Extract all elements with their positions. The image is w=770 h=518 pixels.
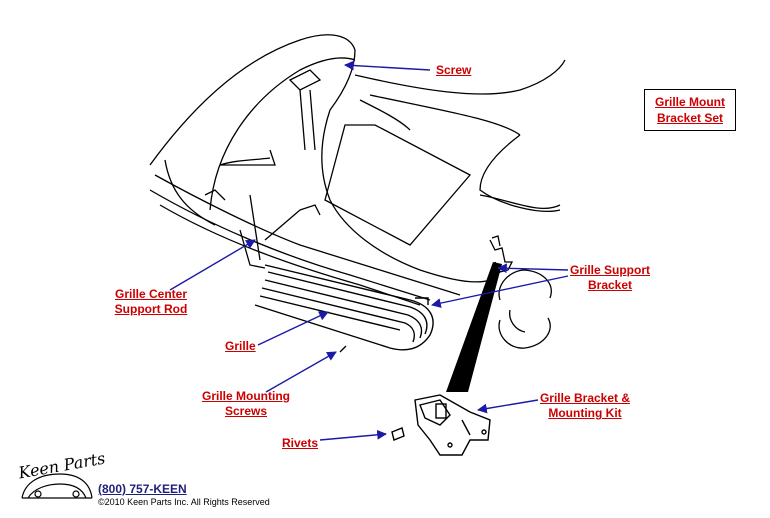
mounting-screws-arrow [265, 351, 337, 393]
copyright-text: ©2010 Keen Parts Inc. All Rights Reserve… [98, 497, 270, 507]
grille-bracket-mounting-kit-label-line1[interactable]: Grille Bracket & [539, 391, 631, 405]
grille-mount-bracket-set-label-line2[interactable]: Bracket Set [656, 111, 724, 125]
grille-drawing [254, 264, 434, 351]
grille-mounting-screws-label-line1[interactable]: Grille Mounting [202, 389, 290, 403]
callout-arrows [169, 60, 569, 441]
support-bracket-arrow-2 [431, 275, 569, 308]
rivets-label[interactable]: Rivets [282, 436, 319, 450]
grille-arrow [257, 311, 329, 346]
grille-mount-bracket-set-label-line1[interactable]: Grille Mount [655, 95, 725, 109]
keen-parts-logo-icon [21, 473, 93, 499]
grille-support-bracket-label-line2[interactable]: Bracket [587, 278, 633, 292]
screw-label[interactable]: Screw [436, 63, 472, 77]
rivets-arrow [319, 429, 387, 441]
exploded-view-wedge [446, 262, 502, 392]
grille-mounting-screws-label-line2[interactable]: Screws [224, 404, 268, 418]
grille-bracket-mounting-kit-label-line2[interactable]: Mounting Kit [548, 406, 622, 420]
grille-center-support-rod-label-line1[interactable]: Grille Center [114, 287, 188, 301]
grille-center-support-rod-label-line2[interactable]: Support Rod [114, 302, 188, 316]
grille-support-bracket-label-line1[interactable]: Grille Support [569, 263, 650, 277]
car-body-drawing [149, 34, 566, 349]
phone-number-link[interactable]: (800) 757-KEEN [98, 482, 187, 496]
screw-arrow [344, 60, 431, 71]
center-rod-arrow [169, 239, 256, 291]
bracket-kit-arrow [477, 399, 539, 414]
grille-mount-bracket-set-box[interactable]: Grille Mount Bracket Set [644, 89, 736, 131]
bracket-kit-drawing [391, 394, 491, 456]
grille-label[interactable]: Grille [225, 339, 256, 353]
support-bracket-arrow [497, 263, 569, 274]
